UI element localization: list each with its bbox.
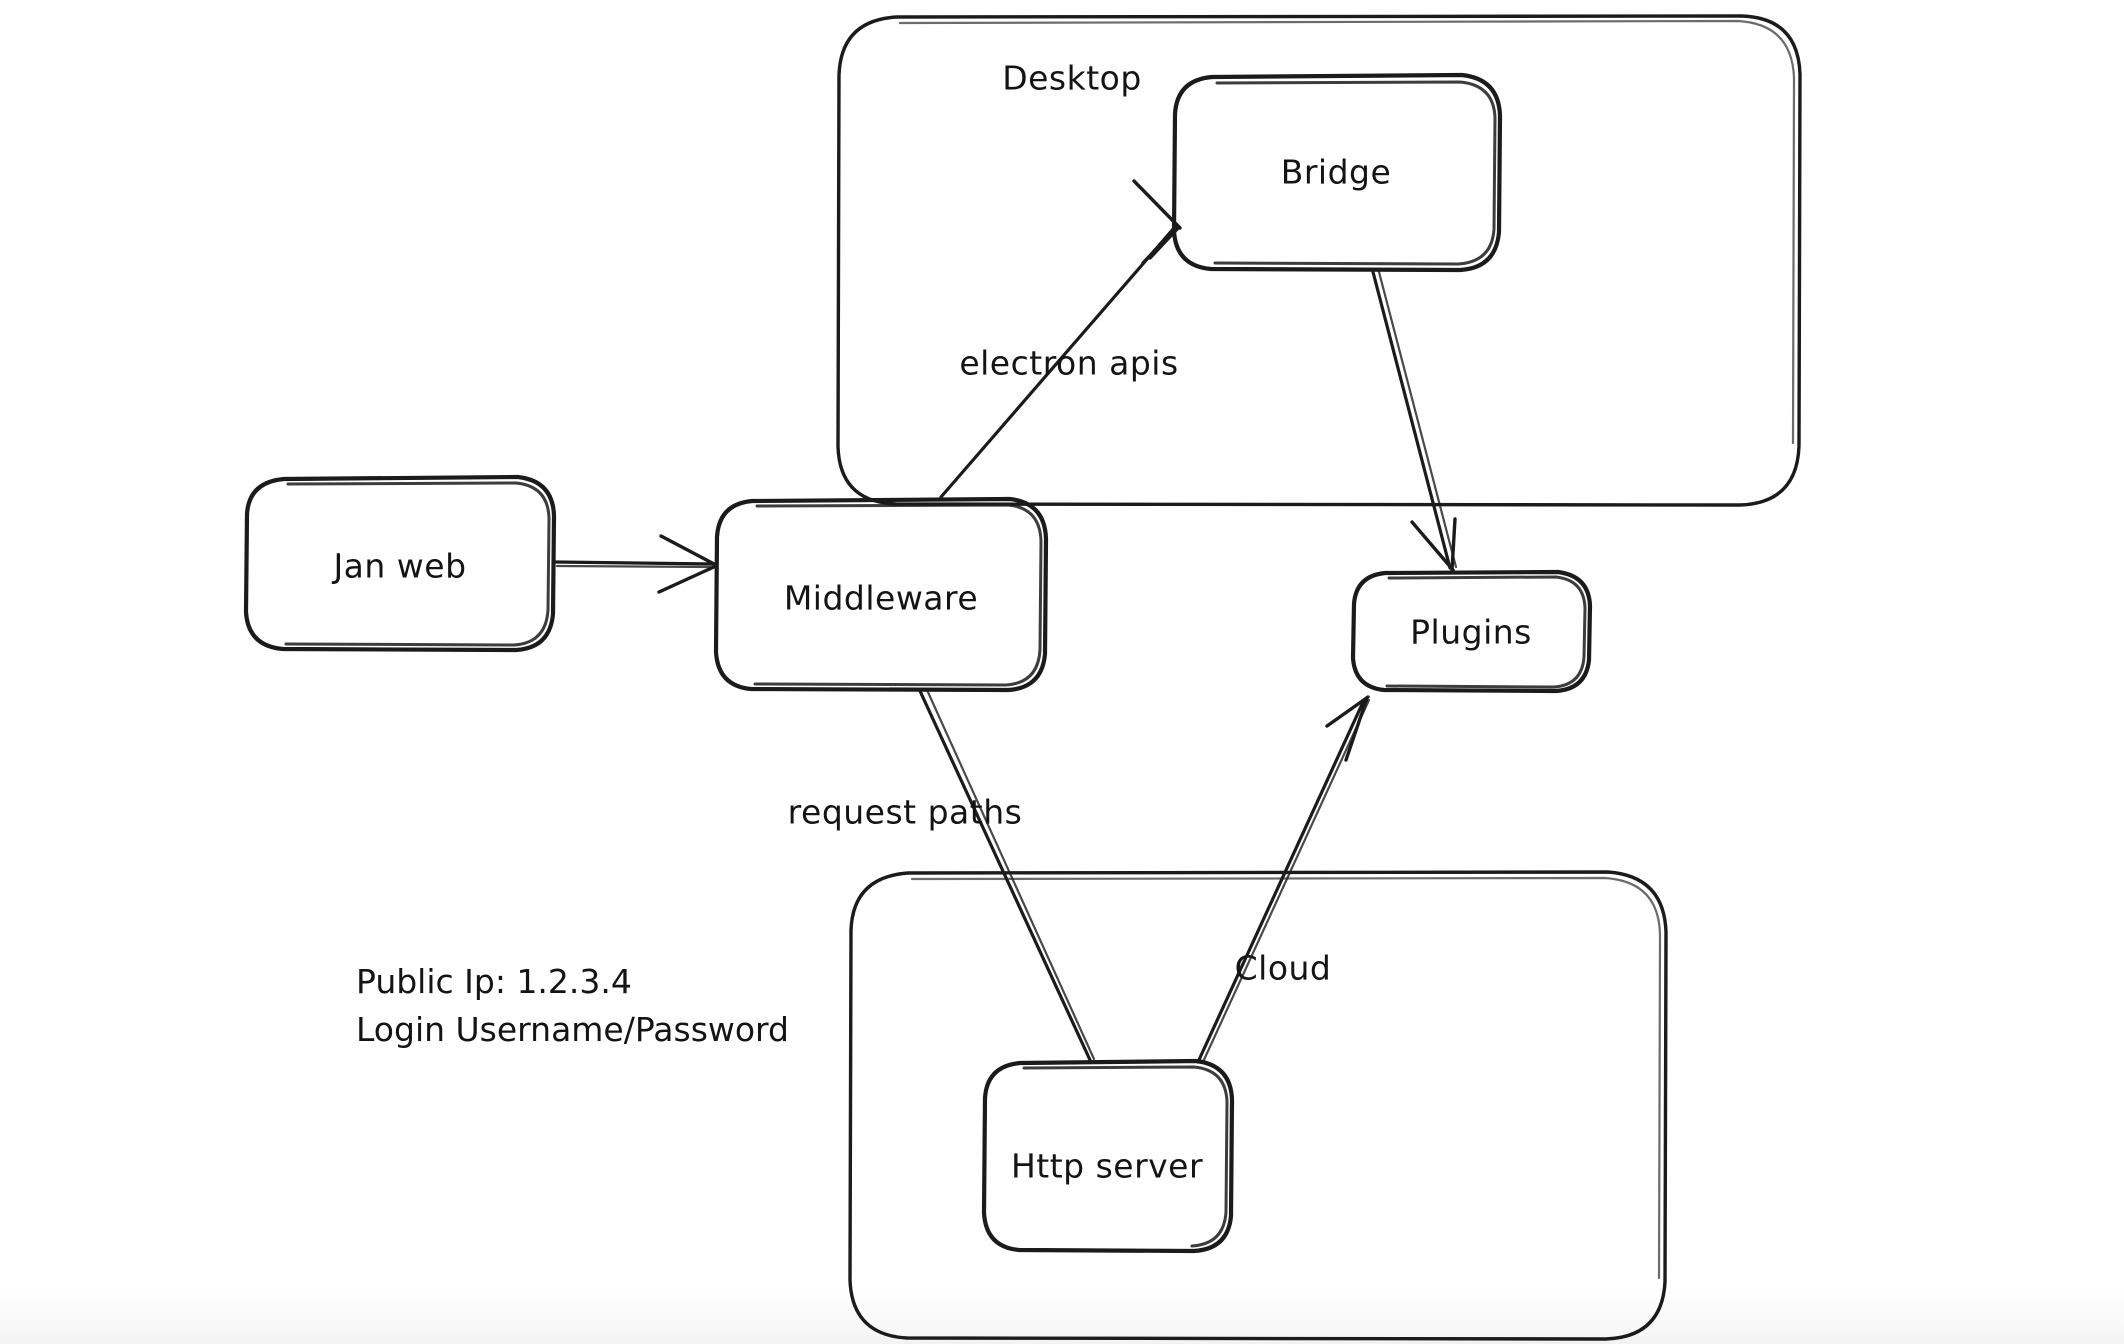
- edge-http-to-plugins: [1196, 695, 1371, 1064]
- node-http-server-outline: [981, 1058, 1235, 1254]
- node-plugins-outline: [1350, 569, 1593, 694]
- node-label-bridge[interactable]: Bridge: [1280, 152, 1392, 192]
- edge-middleware-to-http: [918, 688, 1096, 1062]
- edge-label-request-paths: request paths: [787, 792, 1023, 832]
- edge-janweb-to-middleware: [554, 534, 718, 594]
- group-label-desktop: Desktop: [1002, 58, 1142, 98]
- edge-label-cloud: Cloud: [1234, 948, 1332, 988]
- note-line-login: Login Username/Password: [356, 1010, 789, 1049]
- node-label-plugins[interactable]: Plugins: [1410, 612, 1532, 652]
- edge-label-electron-apis: electron apis: [959, 343, 1179, 383]
- node-bridge-outline: [1171, 72, 1503, 273]
- group-cloud-outline: [848, 870, 1668, 1341]
- node-label-middleware[interactable]: Middleware: [783, 578, 979, 618]
- node-label-http-server[interactable]: Http server: [1010, 1146, 1204, 1186]
- node-label-jan-web[interactable]: Jan web: [333, 546, 467, 586]
- node-jan-web-outline: [243, 474, 557, 653]
- note-line-public-ip: Public Ip: 1.2.3.4: [356, 962, 632, 1001]
- edge-bridge-to-plugins: [1371, 270, 1458, 572]
- group-desktop-outline: [836, 14, 1802, 507]
- edge-middleware-to-bridge: [939, 179, 1182, 499]
- note-public-ip: Public Ip: 1.2.3.4 Login Username/Passwo…: [356, 958, 863, 1054]
- node-middleware-outline: [713, 496, 1049, 693]
